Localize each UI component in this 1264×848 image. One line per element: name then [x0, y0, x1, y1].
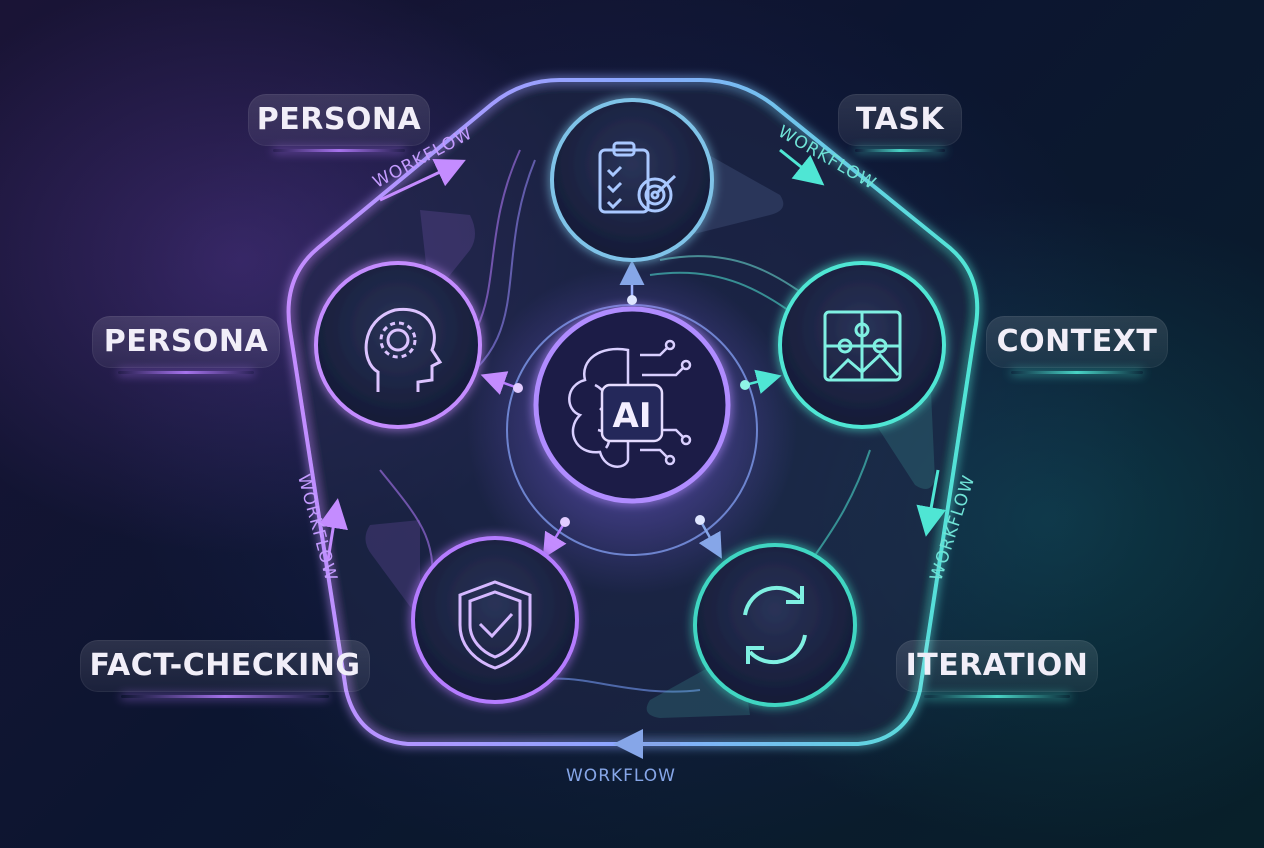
label-text: TASK [855, 102, 945, 137]
label-persona: PERSONA [92, 316, 280, 374]
node-fin [365, 520, 420, 620]
label-text: FACT-CHECKING [89, 648, 361, 683]
connector-dots [513, 295, 750, 527]
workflow-arrow-top-left [379, 159, 466, 202]
label-task: TASK [838, 94, 962, 152]
workflow-arrow-top-right [779, 148, 825, 186]
label-iteration: ITERATION [896, 640, 1098, 698]
workflow-arrow-right [916, 469, 946, 537]
label-text: PERSONA [103, 324, 269, 359]
head-gear-icon [364, 307, 443, 392]
label-context: CONTEXT [986, 316, 1168, 374]
label-fact-checking: FACT-CHECKING [80, 640, 370, 698]
step-node-persona[interactable] [314, 261, 482, 429]
brain-circuit-icon [568, 339, 692, 468]
step-node-task[interactable] [550, 98, 714, 262]
shield-check-icon [458, 580, 532, 670]
clipboard-target-icon [598, 141, 677, 214]
workflow-arrow-left [318, 498, 348, 561]
step-node-fact-checking[interactable] [411, 536, 579, 704]
label-text: CONTEXT [996, 324, 1158, 359]
refresh-cycle-icon [743, 585, 807, 665]
step-node-iteration[interactable] [693, 543, 857, 707]
center-label: AI [613, 396, 652, 436]
label-text: PERSONA [256, 102, 422, 137]
label-persona-top: PERSONA [248, 94, 430, 152]
label-text: ITERATION [905, 648, 1089, 683]
puzzle-icon [823, 310, 902, 382]
workflow-label-bottom: WORKFLOW [566, 766, 676, 786]
step-node-context[interactable] [778, 261, 946, 429]
